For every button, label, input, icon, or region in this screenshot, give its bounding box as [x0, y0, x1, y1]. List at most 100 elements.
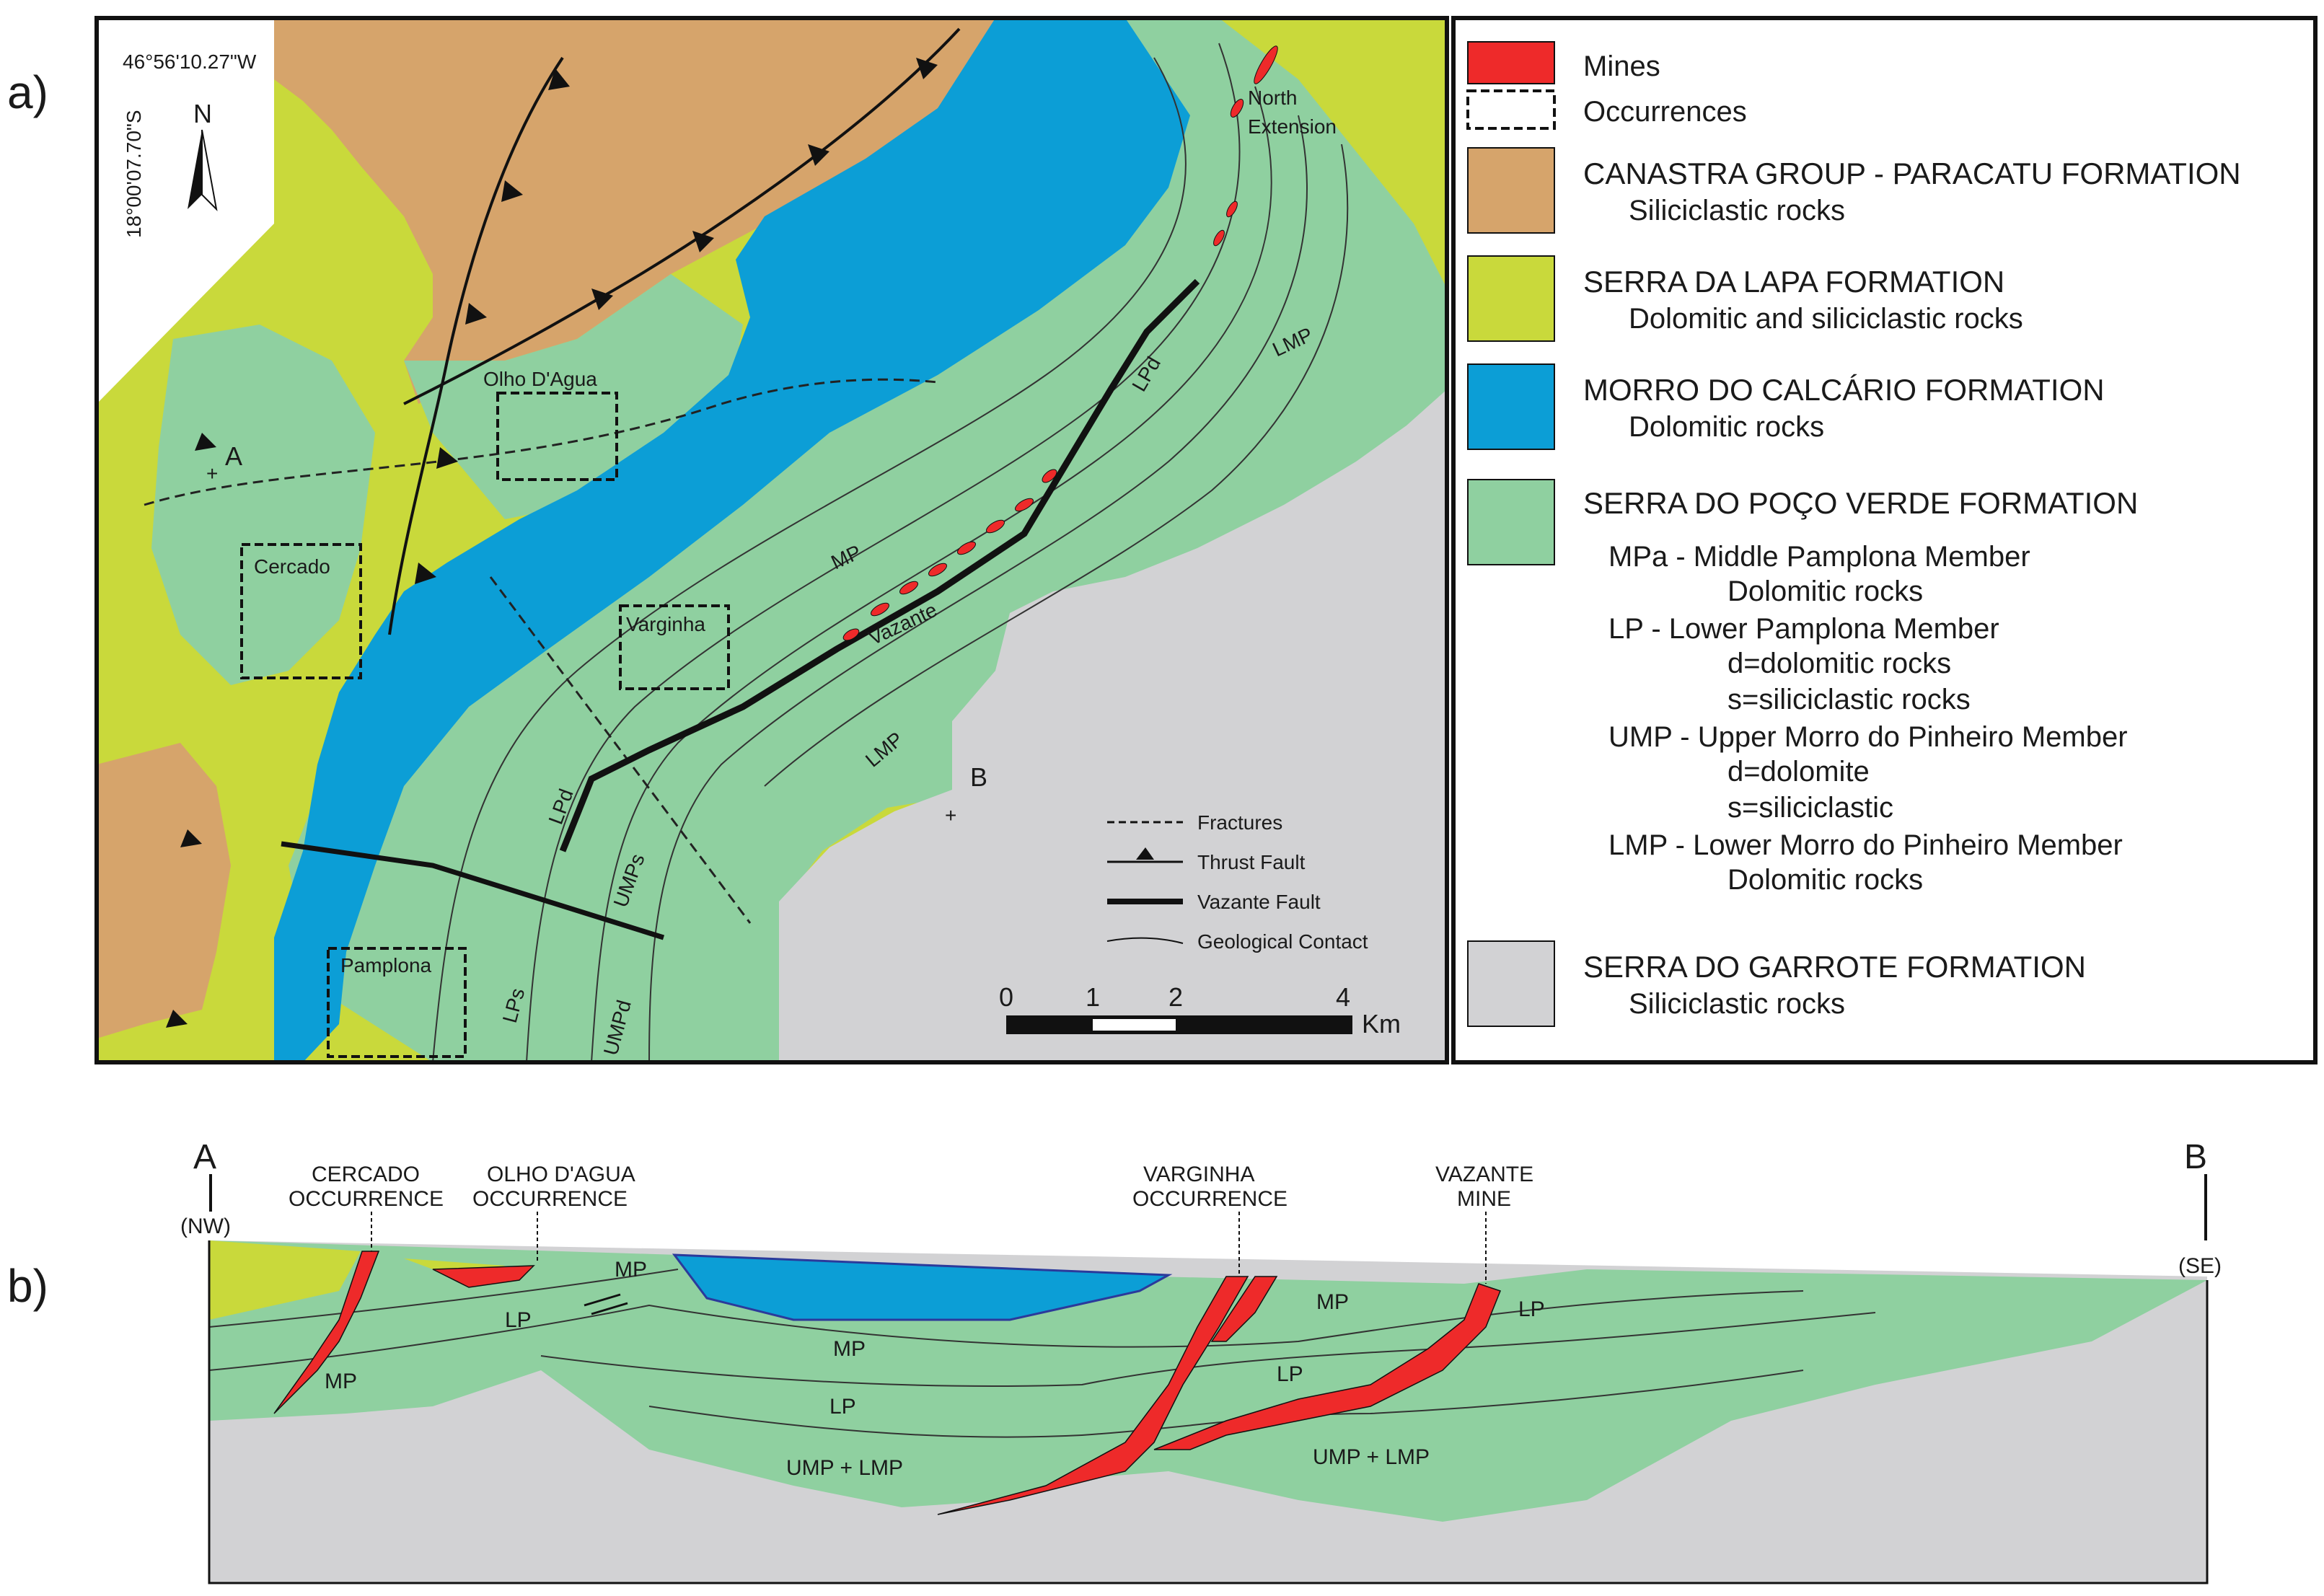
legend-canastra-title: CANASTRA GROUP - PARACATU FORMATION — [1583, 156, 2241, 190]
map-white-corner — [97, 18, 274, 404]
scale-unit: Km — [1362, 1009, 1401, 1039]
legend-garrote-sub: Siliciclastic rocks — [1629, 988, 1845, 1020]
map-coord-longitude: 46°56'10.27"W — [123, 50, 257, 73]
section-unit-lp-right: LP — [1277, 1362, 1303, 1386]
section-se: (SE) — [2178, 1254, 2222, 1278]
north-label: N — [193, 99, 212, 128]
key-vazante-fault: Vazante Fault — [1197, 891, 1321, 913]
section-olho-2: OCCURRENCE — [472, 1187, 628, 1211]
legend-member-8: s=siliciclastic — [1727, 792, 1893, 824]
map-frame — [94, 16, 1449, 1064]
section-unit-lp-left: LP — [505, 1308, 532, 1332]
section-unit-mp-right: MP — [1316, 1290, 1349, 1314]
section-frame — [208, 1240, 2209, 1584]
scale-tick-1: 1 — [1086, 982, 1100, 1012]
panel-a-label: a) — [7, 66, 48, 118]
map-plus-b: + — [945, 804, 956, 826]
legend-frame — [1451, 16, 2318, 1064]
legend-morro-sub: Dolomitic rocks — [1629, 411, 1824, 443]
map-point-a: A — [225, 441, 242, 471]
section-unit-lp-mid: LP — [829, 1395, 856, 1419]
map-canastra-south — [97, 743, 231, 1039]
north-arrow-icon — [188, 129, 218, 211]
legend-lapa-sub: Dolomitic and siliciclastic rocks — [1629, 303, 2023, 335]
scale-bar — [1006, 1015, 1352, 1034]
legend-member-1: MPa - Middle Pamplona Member — [1608, 541, 2030, 573]
legend-swatch-poco-verde — [1467, 479, 1555, 565]
section-fault-arrows — [584, 1293, 628, 1315]
legend-morro-title: MORRO DO CALCÁRIO FORMATION — [1583, 373, 2105, 407]
map-fractures — [144, 378, 938, 924]
map-plus-a: + — [206, 462, 218, 485]
section-vazante-2: MINE — [1457, 1187, 1511, 1211]
map-canastra-north — [274, 18, 1024, 404]
map-serra-do-garrote — [779, 389, 1447, 1062]
section-serra-do-poco-verde — [209, 1240, 2207, 1522]
legend-member-10: Dolomitic rocks — [1727, 864, 1923, 896]
section-olho-1: OLHO D'AGUA — [487, 1163, 635, 1186]
legend: Mines Occurrences CANASTRA GROUP - PARAC… — [1451, 16, 2318, 1064]
legend-occurrences: Occurrences — [1583, 96, 1747, 128]
map-thrust-teeth — [166, 58, 938, 1028]
map-serra-do-poco-verde — [289, 18, 1447, 1062]
section-mines — [273, 1251, 1501, 1515]
map-line-key — [1106, 821, 1184, 944]
map-vazante-fault — [559, 278, 1200, 852]
section-unit-lp-far: LP — [1518, 1297, 1545, 1321]
box-label-olho-dagua: Olho D'Agua — [483, 368, 597, 390]
legend-member-3: LP - Lower Pamplona Member — [1608, 613, 1999, 645]
legend-member-7: d=dolomite — [1727, 756, 1870, 788]
legend-swatch-canastra — [1467, 147, 1555, 234]
map-point-b: B — [970, 762, 987, 792]
key-geological-contact: Geological Contact — [1197, 930, 1368, 953]
legend-member-2: Dolomitic rocks — [1727, 576, 1923, 607]
section-cercado-2: OCCURRENCE — [289, 1187, 444, 1211]
legend-mines: Mines — [1583, 50, 1660, 82]
geologic-map: 46°56'10.27"W 18°00'07.70"S N + A + B Ol… — [94, 16, 1449, 1064]
box-label-pamplona: Pamplona — [340, 954, 432, 976]
key-thrust-fault: Thrust Fault — [1197, 851, 1306, 873]
legend-swatch-occurrences — [1466, 89, 1556, 130]
legend-member-4: d=dolomitic rocks — [1727, 648, 1951, 679]
scale-tick-0: 0 — [999, 982, 1013, 1012]
legend-canastra-sub: Siliciclastic rocks — [1629, 195, 1845, 226]
section-morro-do-calcario — [672, 1253, 1173, 1321]
section-unit-mp-top: MP — [615, 1258, 647, 1282]
cross-section: A (NW) B (SE) CERCADO OCCURRENCE OLHO D'… — [180, 1138, 2222, 1584]
section-cercado-1: CERCADO — [312, 1163, 420, 1186]
legend-swatch-lapa — [1467, 255, 1555, 342]
legend-member-9: LMP - Lower Morro do Pinheiro Member — [1608, 829, 2123, 861]
section-unit-mp-mid: MP — [833, 1337, 866, 1361]
section-lapa-left — [209, 1240, 361, 1320]
box-label-cercado: Cercado — [254, 555, 330, 578]
map-thrust-faults — [388, 27, 961, 635]
legend-member-6: UMP - Upper Morro do Pinheiro Member — [1608, 721, 2128, 753]
map-geological-contacts — [432, 43, 1349, 1062]
panel-b-label: b) — [7, 1260, 48, 1312]
legend-swatch-garrote — [1467, 940, 1555, 1027]
section-b: B — [2184, 1138, 2207, 1176]
north-extension-line1: North — [1248, 87, 1297, 109]
scale-tick-2: 2 — [1168, 982, 1183, 1012]
section-vazante-1: VAZANTE — [1435, 1163, 1533, 1186]
map-coord-latitude: 18°00'07.70"S — [123, 110, 145, 238]
map-fault-south — [281, 841, 665, 940]
section-varginha-2: OCCURRENCE — [1132, 1187, 1288, 1211]
map-mines — [842, 45, 1278, 641]
section-unit-mp-left: MP — [325, 1370, 357, 1393]
map-morro-do-calcario — [274, 18, 1190, 1062]
section-a: A — [193, 1138, 216, 1176]
section-nw: (NW) — [180, 1214, 231, 1238]
box-label-varginha: Varginha — [626, 613, 705, 635]
map-occurrence-boxes — [240, 392, 730, 1058]
section-unit-ump-lmp-left: UMP + LMP — [786, 1456, 903, 1480]
section-unit-ump-lmp-right: UMP + LMP — [1313, 1445, 1430, 1469]
legend-garrote-title: SERRA DO GARROTE FORMATION — [1583, 950, 2086, 984]
scale-tick-4: 4 — [1336, 982, 1350, 1012]
legend-poco-title: SERRA DO POÇO VERDE FORMATION — [1583, 486, 2138, 520]
key-fractures: Fractures — [1197, 811, 1282, 834]
legend-member-5: s=siliciclastic rocks — [1727, 684, 1971, 715]
north-extension-line2: Extension — [1248, 115, 1337, 138]
map-poco-verde-west — [151, 325, 375, 685]
